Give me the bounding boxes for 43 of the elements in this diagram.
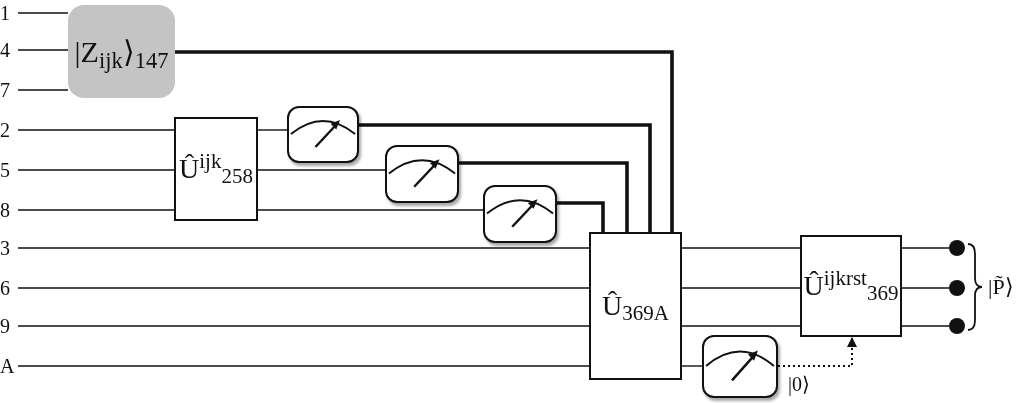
measurement-meter [483,185,557,243]
gate-box: Û$_{369A}$ [589,232,682,380]
quantum-wire [681,247,801,249]
quantum-wire [17,247,590,249]
qubit-label: A [0,354,18,378]
quantum-wire [17,49,69,51]
measurement-meter [702,335,778,398]
qubit-label: 4 [0,38,18,62]
qubit-label: 5 [0,158,18,182]
qubit-label: 7 [0,78,18,102]
quantum-wire [681,365,703,367]
quantum-wire [17,287,590,289]
measurement-meter [287,106,359,163]
quantum-wire [17,209,175,211]
state-box: |Z$_{ijk}$⟩$_{147}$ [68,5,175,98]
edge-label: |0⟩ [788,374,810,394]
qubit-label: 8 [0,198,18,222]
qubit-label: 9 [0,314,18,338]
classical-wire [557,201,605,232]
classical-wire [359,123,652,232]
quantum-wire [257,169,386,171]
quantum-wire [17,12,69,14]
qubit-label: 1 [0,1,18,25]
measurement-meter [385,145,459,203]
quantum-wire [681,325,801,327]
dotted-arrow [777,337,857,367]
quantum-wire [17,89,69,91]
qubit-label: 3 [0,236,18,260]
classical-wire [459,161,629,232]
quantum-wire [901,287,950,289]
qubit-label: 2 [0,118,18,142]
quantum-wire [901,325,950,327]
quantum-wire [901,247,950,249]
quantum-wire [681,287,801,289]
quantum-wire [17,129,175,131]
quantum-wire [17,169,175,171]
qubit-label: 6 [0,276,18,300]
quantum-wire [257,209,484,211]
classical-wire [175,50,674,232]
quantum-wire [257,129,288,131]
quantum-wire [17,325,590,327]
state-label: |P̃⟩ [988,276,1014,298]
quantum-wire [17,365,590,367]
